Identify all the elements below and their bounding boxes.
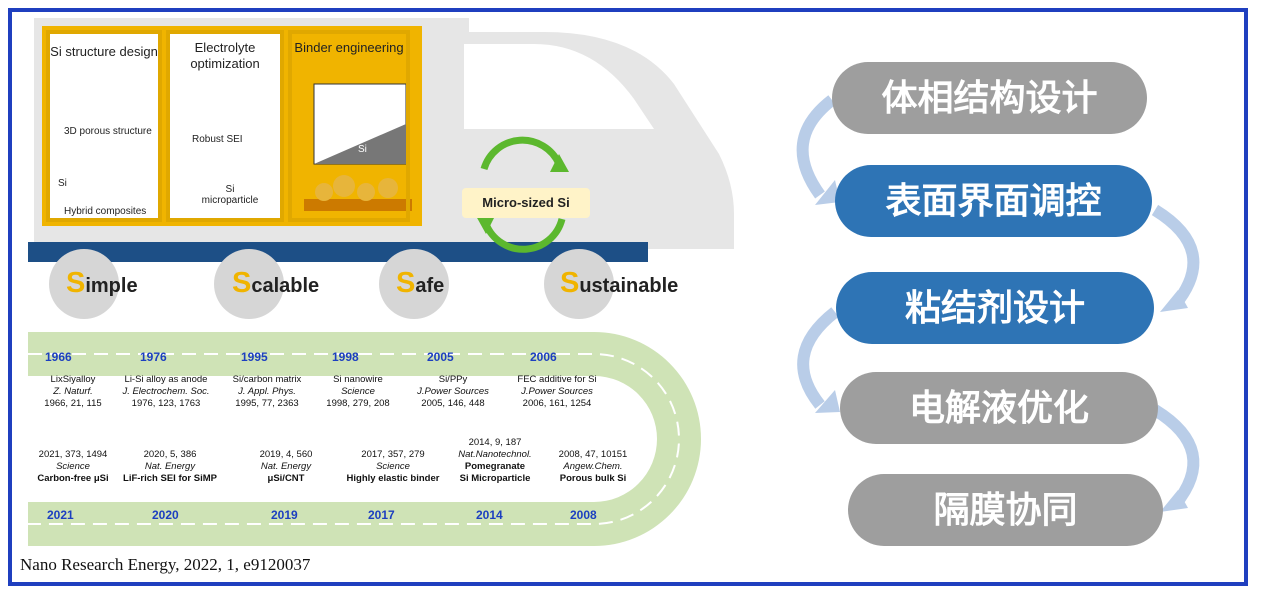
wheel-word-simple: Simple <box>66 267 138 299</box>
wheel <box>379 249 449 319</box>
flow-arrowhead <box>815 180 840 205</box>
si-particle <box>357 183 375 201</box>
timeline-year: 2008 <box>570 508 597 522</box>
timeline-year: 2017 <box>368 508 395 522</box>
truck-window <box>464 44 654 129</box>
flow-arrows <box>796 95 1200 512</box>
si-label: Si <box>58 178 67 189</box>
flow-arrow <box>796 95 836 199</box>
step-separator: 隔膜协同 <box>848 474 1163 546</box>
timeline-year: 1995 <box>241 350 268 364</box>
timeline-year: 2006 <box>530 350 557 364</box>
si-particle <box>315 183 333 201</box>
si-microparticle-label: Si microparticle <box>201 184 259 206</box>
wheel-word-scalable: Scalable <box>232 267 320 299</box>
sei-label: Robust SEI <box>192 134 243 145</box>
flow-arrow <box>1151 204 1200 309</box>
timeline-year: 1966 <box>45 350 72 364</box>
timeline-year: 1976 <box>140 350 167 364</box>
truck-chassis <box>28 242 648 262</box>
panel-title: Electrolyte optimization <box>190 40 260 71</box>
si-particle <box>333 175 355 197</box>
wheel-word-sustainable: Sustainable <box>560 267 679 299</box>
flow-arrow <box>1151 404 1200 509</box>
panel-binder: Binder engineering Si <box>288 30 410 222</box>
wheel <box>544 249 614 319</box>
panel-title: Si structure design <box>50 44 158 59</box>
timeline-year: 2019 <box>271 508 298 522</box>
timeline-year: 2014 <box>476 508 503 522</box>
step-electrolyte: 电解液优化 <box>840 372 1158 444</box>
truck-timeline-figure: Si structure design 3D porous structure … <box>14 14 734 582</box>
road-dashes <box>28 353 680 525</box>
panel-title: Binder engineering <box>294 40 404 55</box>
timeline-year: 2021 <box>47 508 74 522</box>
panel-si-structure: Si structure design 3D porous structure … <box>46 30 162 222</box>
panel-electrolyte: Electrolyte optimization Robust SEI Si m… <box>166 30 284 222</box>
particle-bed <box>304 199 412 211</box>
wheel <box>49 249 119 319</box>
si-particle <box>378 178 398 198</box>
si-label: Si <box>358 144 367 155</box>
timeline-road <box>28 332 701 546</box>
micro-sized-si-label: Micro-sized Si <box>462 188 590 218</box>
citation: Nano Research Energy, 2022, 1, e9120037 <box>20 555 311 574</box>
recycle-arrow-top <box>480 136 563 171</box>
flow-arrowhead <box>1160 290 1188 312</box>
flow-arrowhead <box>1160 490 1188 512</box>
recycle-arrowhead <box>550 154 569 172</box>
timeline-year: 1998 <box>332 350 359 364</box>
recycle-arrowhead <box>476 216 495 234</box>
hybrid-label: Hybrid composites <box>64 206 147 217</box>
step-surface-interface: 表面界面调控 <box>835 165 1152 237</box>
recycle-arrow-bottom <box>482 218 566 253</box>
timeline-year: 2005 <box>427 350 454 364</box>
step-binder: 粘结剂设计 <box>836 272 1154 344</box>
si-surface-image <box>314 124 406 164</box>
step-bulk-structure: 体相结构设计 <box>832 62 1147 134</box>
flow-arrow <box>797 307 839 409</box>
flow-arrowhead <box>815 390 840 413</box>
porous-label: 3D porous structure <box>64 126 152 137</box>
wheel <box>214 249 284 319</box>
timeline-year: 2020 <box>152 508 179 522</box>
wheel-word-safe: Safe <box>396 267 445 299</box>
